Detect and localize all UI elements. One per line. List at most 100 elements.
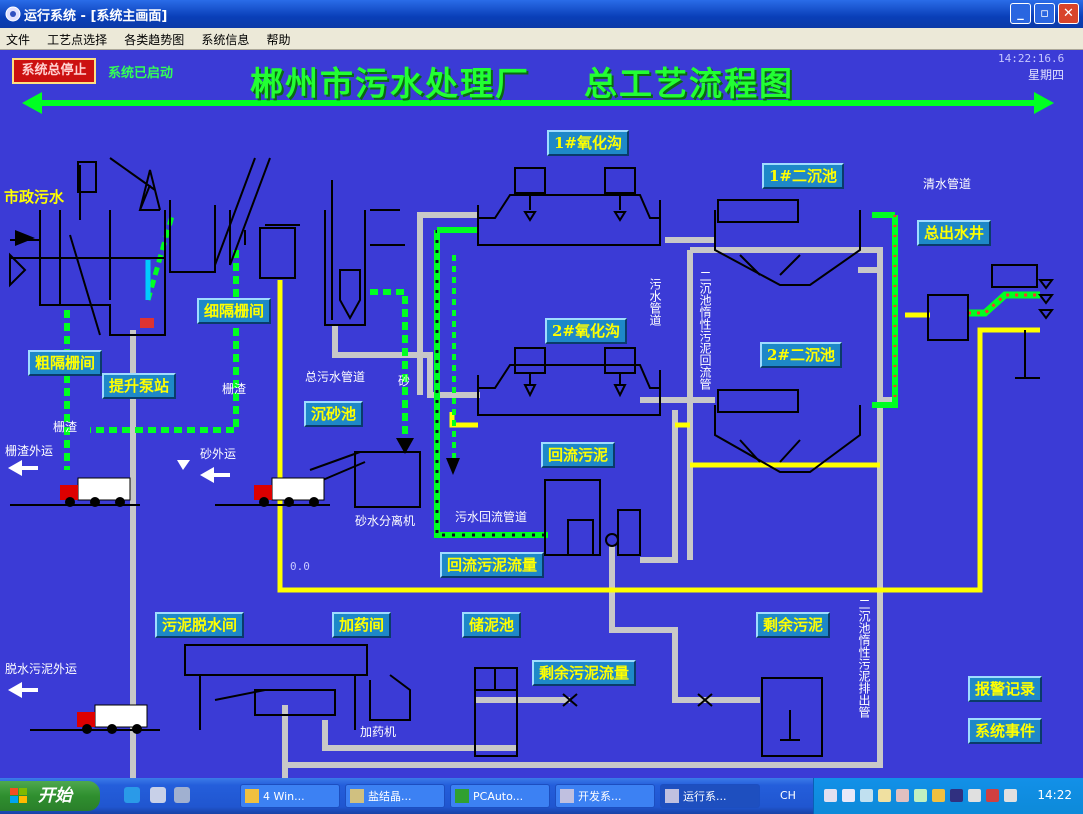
quicklaunch-icon-3[interactable] [174,787,190,803]
clarifier-return-pipe-vertical-text: 二沉池惰性污泥回流管 [698,270,712,390]
windows-flag-icon [10,788,27,803]
menu-trends[interactable]: 各类趋势图 [124,33,185,47]
tray-icon[interactable] [878,789,891,802]
outlet-well [927,264,1054,379]
yellow-pipes [277,280,1040,593]
grit-chamber-button[interactable]: 沉砂池 [304,401,364,427]
clarifier-1-button[interactable]: 1#二沉池 [762,163,845,189]
screenings-text-1: 栅渣 [53,420,78,434]
excess-sludge-flow-button[interactable]: 剩余污泥流量 [532,660,637,686]
coarse-screen-button[interactable]: 粗隔栅间 [28,350,103,376]
folder-icon [245,789,259,803]
fine-screen-structure [169,157,300,279]
storage-tanks [474,667,823,757]
dosing-room-button[interactable]: 加药间 [332,612,392,638]
sludge-down-arrow-icon [446,458,460,475]
sand-out-text: 砂外运 [200,447,237,461]
maximize-button[interactable]: ▫ [1034,3,1055,24]
taskbar-item-dev[interactable]: 开发系... [555,784,655,808]
final-outlet-well-button[interactable]: 总出水井 [917,220,992,246]
truck-icon-3 [77,704,148,734]
tray-icon[interactable] [824,789,837,802]
tray-icon[interactable] [842,789,855,802]
clean-water-pipe-label: 清水管道 [923,177,972,191]
system-stop-button[interactable]: 系统总停止 [12,58,96,84]
taskbar-item-runtime[interactable]: 运行系... [660,784,760,808]
return-sludge-flow-button[interactable]: 回流污泥流量 [440,552,545,578]
tray-icon[interactable] [950,789,963,802]
lift-pump-icon [140,318,154,328]
taskbar-item-salt[interactable]: 盐结晶... [345,784,445,808]
taskbar-item-label: 盐结晶... [368,790,412,803]
taskbar: 开始 4 Win... 盐结晶... PCAuto... 开发系... 运行系.… [0,778,1083,814]
dewatered-sludge-out-text: 脱水污泥外运 [5,662,78,676]
lift-pump-button[interactable]: 提升泵站 [102,373,177,399]
minimize-button[interactable]: _ [1010,3,1031,24]
quicklaunch-icon-2[interactable] [150,787,166,803]
language-indicator[interactable]: CH [780,789,796,802]
dewatering-building [184,644,411,730]
valve-icon [562,693,578,707]
coarse-screen-structure [9,161,166,336]
dosing-machine-text: 加药机 [360,725,397,739]
sand-text: 砂 [398,374,411,388]
green-flow-pipes [64,212,1040,538]
municipal-sewage-label: 市政污水 [4,188,65,206]
sand-water-separator-text: 砂水分离机 [355,514,416,528]
start-button[interactable]: 开始 [0,781,100,811]
menu-help[interactable]: 帮助 [266,33,291,47]
flow-value-readout: 0.0 [290,560,310,573]
taskbar-item-label: 运行系... [683,790,727,803]
app-icon [665,789,679,803]
tray-icon[interactable] [968,789,981,802]
menu-process-point[interactable]: 工艺点选择 [47,33,108,47]
app-icon [560,789,574,803]
sewage-return-pipe-text: 污水回流管道 [455,510,528,524]
taskbar-item-windows[interactable]: 4 Win... [240,784,340,808]
header-arrow [22,92,1054,114]
grit-chamber-structure [324,180,405,326]
total-sewage-pipe-text: 总污水管道 [305,370,366,384]
return-sludge-equipment [544,479,641,556]
truck-icon-1 [60,477,131,507]
sludge-dewatering-button[interactable]: 污泥脱水间 [155,612,245,638]
volume-icon[interactable] [1004,789,1017,802]
app-icon [350,789,364,803]
clarifier-2 [714,389,861,473]
window-title: 运行系统 - [系统主画面] [24,9,168,24]
tray-icon[interactable] [932,789,945,802]
left-arrows [8,460,230,698]
tray-icon[interactable] [914,789,927,802]
clarifier-2-button[interactable]: 2#二沉池 [760,342,843,368]
weekday-readout: 星期四 [1028,68,1065,82]
sludge-storage-button[interactable]: 储泥池 [462,612,522,638]
fine-screen-button[interactable]: 细隔栅间 [197,298,272,324]
start-label: 开始 [38,786,72,806]
truck-icon-2 [254,477,325,507]
tray-icon[interactable] [896,789,909,802]
page-title: 郴州市污水处理厂 总工艺流程图 [250,64,794,103]
tray-icon[interactable] [860,789,873,802]
system-tray: 14:22 [813,778,1083,814]
title-bar: 运行系统 - [系统主画面] _ ▫ ✕ [0,0,1083,28]
ie-icon[interactable] [124,787,140,803]
return-sludge-button[interactable]: 回流污泥 [541,442,616,468]
close-button[interactable]: ✕ [1058,3,1079,24]
menu-file[interactable]: 文件 [6,33,31,47]
oxidation-ditch-2-button[interactable]: 2#氧化沟 [545,318,628,344]
alarm-log-button[interactable]: 报警记录 [968,676,1043,702]
clock-readout: 14:22:16.6 [998,52,1065,65]
valve-icon-2 [697,693,713,707]
screenings-out-text: 栅渣外运 [5,444,54,458]
oxidation-ditch-1-button[interactable]: 1#氧化沟 [547,130,630,156]
tray-icon[interactable] [986,789,999,802]
oxidation-ditch-2 [477,347,661,416]
excess-sludge-button[interactable]: 剩余污泥 [756,612,831,638]
gray-pipes [130,212,895,778]
system-events-button[interactable]: 系统事件 [968,718,1043,744]
taskbar-item-label: 4 Win... [263,790,305,803]
menu-system-info[interactable]: 系统信息 [201,33,250,47]
menu-bar: 文件 工艺点选择 各类趋势图 系统信息 帮助 [0,28,1083,50]
taskbar-item-label: PCAuto... [473,790,524,803]
taskbar-item-pcauto[interactable]: PCAuto... [450,784,550,808]
